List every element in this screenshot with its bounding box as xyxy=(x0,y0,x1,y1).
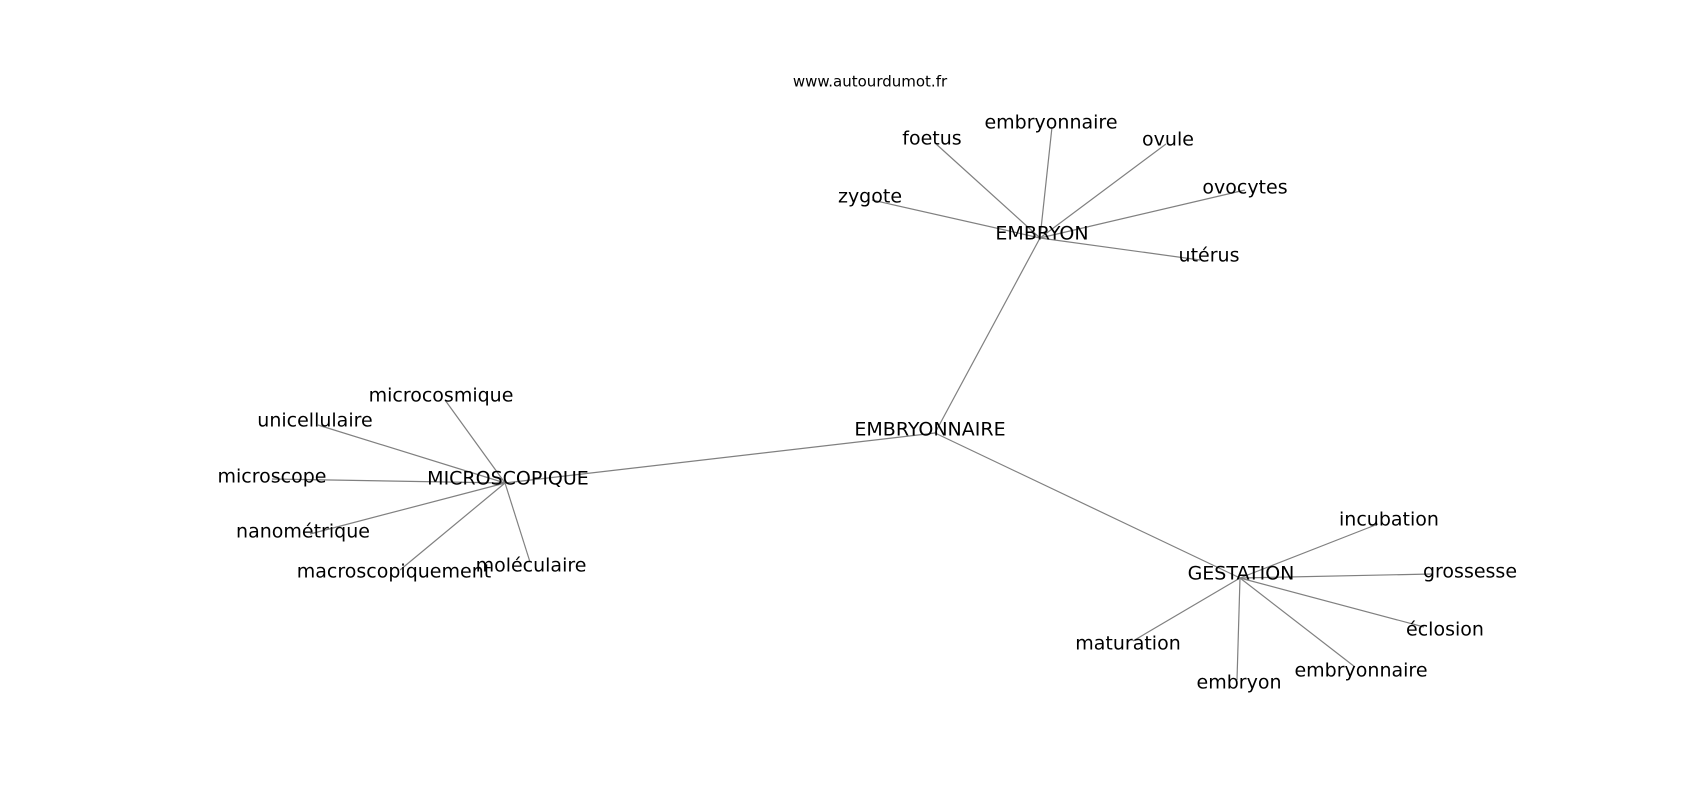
node-label-unicellulaire[interactable]: unicellulaire xyxy=(257,410,372,432)
edge-microscopique-unicellulaire xyxy=(317,424,506,484)
edge-center-microscopique xyxy=(504,432,936,484)
edge-gestation-incubation xyxy=(1239,523,1379,579)
node-label-microcosmique[interactable]: microcosmique xyxy=(369,385,514,407)
node-label-moleculaire[interactable]: moléculaire xyxy=(476,555,587,577)
edge-gestation-embryonnaire2 xyxy=(1239,577,1356,668)
edge-gestation-maturation xyxy=(1132,577,1241,642)
node-label-zygote[interactable]: zygote xyxy=(838,186,902,208)
source-watermark: www.autourdumot.fr xyxy=(793,73,948,91)
labels-layer: www.autourdumot.fr EMBRYONNAIRE EMBRYON MI… xyxy=(218,73,1518,694)
edges-layer xyxy=(271,126,1433,681)
edge-microscopique-nanometrique xyxy=(309,482,506,535)
node-label-ovocytes[interactable]: ovocytes xyxy=(1202,177,1287,199)
edge-microscopique-macroscopiquement xyxy=(399,482,506,571)
edge-gestation-eclosion xyxy=(1239,577,1425,628)
edge-embryon-ovule xyxy=(1039,143,1167,239)
edge-center-embryon xyxy=(934,237,1041,434)
node-label-center[interactable]: EMBRYONNAIRE xyxy=(854,419,1005,441)
node-label-grossesse[interactable]: grossesse xyxy=(1423,561,1517,583)
node-label-nanometrique[interactable]: nanométrique xyxy=(236,521,370,543)
node-label-microscopique[interactable]: MICROSCOPIQUE xyxy=(427,468,589,490)
edge-center-gestation xyxy=(934,432,1241,579)
node-label-embryonnaire2[interactable]: embryonnaire xyxy=(1294,660,1427,682)
edge-gestation-embryon2 xyxy=(1236,577,1241,681)
node-label-ovule[interactable]: ovule xyxy=(1142,129,1194,151)
edge-microscopique-moleculaire xyxy=(504,482,531,563)
node-label-incubation[interactable]: incubation xyxy=(1339,509,1439,531)
node-label-embryon2[interactable]: embryon xyxy=(1197,672,1282,694)
edge-gestation-grossesse xyxy=(1239,573,1433,579)
node-label-macroscopiquement[interactable]: macroscopiquement xyxy=(297,561,491,583)
node-label-microscope[interactable]: microscope xyxy=(218,466,327,488)
edge-embryon-zygote xyxy=(871,199,1041,239)
edge-microscopique-microcosmique xyxy=(444,399,506,484)
edge-embryon-uterus xyxy=(1039,237,1201,261)
node-label-maturation[interactable]: maturation xyxy=(1075,633,1181,655)
node-label-embryon[interactable]: EMBRYON xyxy=(995,223,1088,245)
node-label-eclosion[interactable]: éclosion xyxy=(1406,619,1484,641)
edge-embryon-ovocytes xyxy=(1039,189,1246,239)
node-label-uterus[interactable]: utérus xyxy=(1179,245,1240,267)
node-label-foetus[interactable]: foetus xyxy=(902,128,961,150)
node-label-embryonnaire1[interactable]: embryonnaire xyxy=(984,112,1117,134)
edge-microscopique-microscope xyxy=(271,478,506,484)
edge-embryon-embryonnaire1 xyxy=(1039,126,1053,239)
node-label-gestation[interactable]: GESTATION xyxy=(1188,563,1295,585)
edge-embryon-foetus xyxy=(934,142,1041,239)
